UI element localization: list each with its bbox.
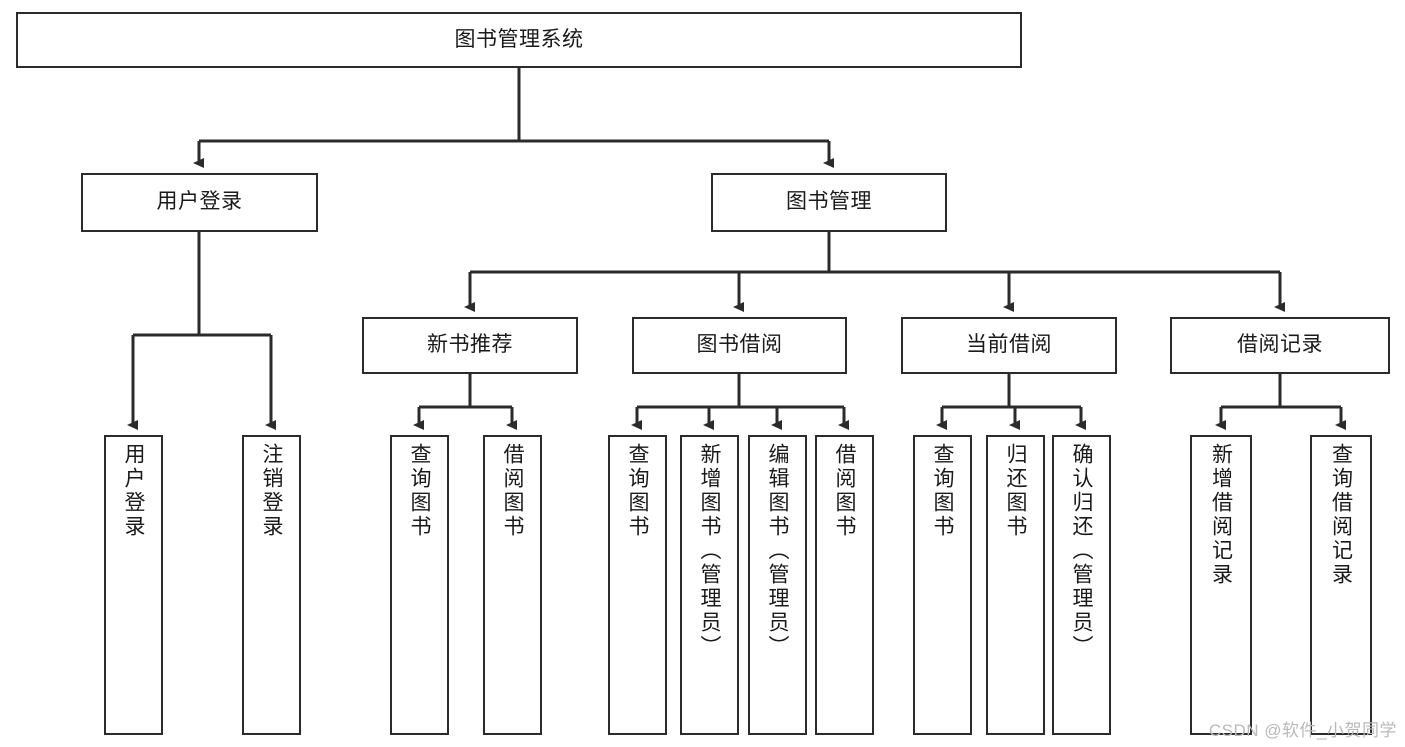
- node-leaf-query-book-recommend-label: 查询图书: [408, 443, 431, 539]
- node-leaf-query-borrow-record-label: 查询借阅记录: [1329, 443, 1353, 587]
- node-book-manage[interactable]: 图书管理: [711, 173, 947, 232]
- node-leaf-return-book[interactable]: 归还图书: [986, 435, 1045, 735]
- node-leaf-logout[interactable]: 注销登录: [242, 435, 301, 735]
- node-leaf-query-book-current-label: 查询图书: [931, 443, 954, 539]
- node-borrow-record-label: 借阅记录: [1237, 333, 1323, 357]
- node-leaf-query-book-current[interactable]: 查询图书: [913, 435, 972, 735]
- node-root[interactable]: 图书管理系统: [16, 12, 1022, 68]
- node-current-borrow-label: 当前借阅: [966, 333, 1052, 357]
- node-book-manage-label: 图书管理: [786, 190, 872, 214]
- node-book-borrow-label: 图书借阅: [696, 333, 783, 357]
- node-leaf-query-book-recommend[interactable]: 查询图书: [390, 435, 449, 735]
- node-new-book-recommend-label: 新书推荐: [427, 333, 513, 357]
- node-leaf-query-book-borrow[interactable]: 查询图书: [608, 435, 667, 735]
- node-book-borrow[interactable]: 图书借阅: [632, 317, 847, 374]
- node-borrow-record[interactable]: 借阅记录: [1170, 317, 1390, 374]
- node-root-label: 图书管理系统: [454, 27, 584, 51]
- node-leaf-add-book[interactable]: 新增图书（管理员）: [680, 435, 739, 735]
- node-leaf-add-borrow-record[interactable]: 新增借阅记录: [1190, 435, 1252, 735]
- node-leaf-logout-label: 注销登录: [260, 443, 283, 539]
- node-leaf-edit-book[interactable]: 编辑图书（管理员）: [748, 435, 807, 735]
- node-current-borrow[interactable]: 当前借阅: [901, 317, 1117, 374]
- node-leaf-borrow-book[interactable]: 借阅图书: [815, 435, 874, 735]
- node-user-login-label: 用户登录: [156, 190, 243, 214]
- node-leaf-borrow-book-recommend-label: 借阅图书: [501, 443, 524, 539]
- node-new-book-recommend[interactable]: 新书推荐: [362, 317, 578, 374]
- node-leaf-borrow-book-label: 借阅图书: [833, 443, 856, 539]
- node-leaf-user-login-label: 用户登录: [122, 443, 145, 539]
- node-leaf-query-borrow-record[interactable]: 查询借阅记录: [1310, 435, 1372, 735]
- node-leaf-user-login[interactable]: 用户登录: [104, 435, 163, 735]
- node-leaf-confirm-return[interactable]: 确认归还（管理员）: [1052, 435, 1111, 735]
- node-leaf-confirm-return-label: 确认归还（管理员）: [1070, 443, 1093, 659]
- node-leaf-query-book-borrow-label: 查询图书: [626, 443, 649, 539]
- node-leaf-add-book-label: 新增图书（管理员）: [698, 443, 721, 659]
- node-leaf-edit-book-label: 编辑图书（管理员）: [766, 443, 789, 659]
- node-leaf-add-borrow-record-label: 新增借阅记录: [1209, 443, 1233, 587]
- node-leaf-return-book-label: 归还图书: [1004, 443, 1027, 539]
- node-leaf-borrow-book-recommend[interactable]: 借阅图书: [483, 435, 542, 735]
- node-user-login[interactable]: 用户登录: [81, 173, 318, 232]
- watermark-text: CSDN @软件_小贺同学: [1208, 721, 1397, 740]
